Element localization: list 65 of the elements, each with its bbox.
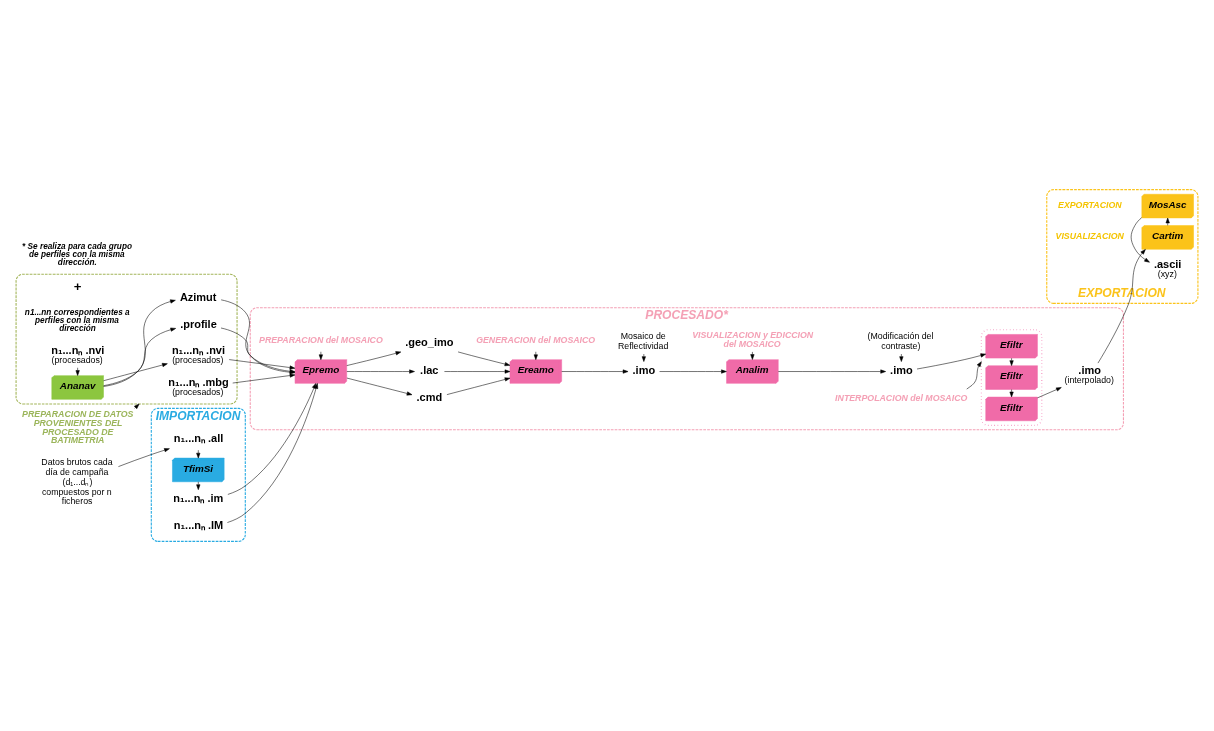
node-text: .imo — [1078, 363, 1101, 376]
node-text: .ascii — [1153, 257, 1182, 270]
node-label: (procesados) — [172, 355, 224, 366]
arrow — [1009, 389, 1014, 398]
node-text: (Modificación del contraste) — [867, 331, 934, 351]
node-text: INTERPOLACION del MOSAICO — [835, 392, 968, 403]
node-text: .lac — [420, 363, 439, 376]
node-text: .geo_imo — [405, 336, 454, 349]
node-text: PREPARACION del MOSAICO — [259, 335, 383, 346]
node-label: EXPORTACION — [1058, 199, 1122, 210]
label: + — [73, 279, 82, 295]
arrow — [346, 369, 415, 374]
node-text: .cmd — [416, 391, 443, 404]
arrow — [916, 353, 986, 370]
node-label: (interpolado) — [1064, 374, 1114, 385]
node-text: PREPARACION DE DATOS PROVENIENTES DEL PROCESADO DE BATIMETRIA — [22, 409, 134, 446]
arrow — [457, 351, 511, 367]
arrow — [1165, 217, 1170, 226]
arrow — [232, 373, 296, 384]
arrow — [641, 353, 646, 362]
arrow — [103, 299, 176, 387]
node-text: n₁...nₙ .nvi — [51, 343, 105, 356]
node-text: VISUALIZACION y EDICCION del MOSAICO — [692, 330, 814, 350]
arrow — [227, 383, 319, 523]
arrow — [1097, 249, 1146, 364]
arrow — [659, 369, 727, 374]
node-label: (procesados) — [172, 387, 224, 398]
arrow — [196, 481, 201, 490]
node-text: Azimut — [179, 290, 217, 303]
node-label: (procesados) — [51, 355, 103, 366]
arrow — [103, 363, 168, 381]
arrow — [228, 359, 296, 370]
cluster — [15, 273, 238, 405]
node-text: n₁...nₙ .all — [173, 432, 224, 445]
arrow — [899, 353, 904, 362]
node-text: Datos brutos cada día de campaña (d₁...dₙ) compuestos por n ficheros — [41, 456, 113, 507]
node-text: n₁...nₙ .nvi — [171, 343, 226, 356]
node-label: VISUALIZACION — [1055, 230, 1124, 241]
arrow — [966, 361, 982, 390]
arrow — [533, 351, 538, 360]
arrow — [778, 369, 886, 374]
arrow — [750, 351, 755, 360]
arrow — [103, 327, 176, 386]
node-label: (xyz) — [1157, 268, 1177, 279]
arrow — [446, 377, 511, 395]
arrow — [227, 383, 317, 495]
arrow — [444, 369, 511, 374]
node-text: n₁...nₙ .mbg — [168, 375, 229, 388]
arrow — [318, 351, 323, 360]
arrow — [1009, 357, 1014, 366]
arrow — [346, 351, 402, 366]
node-text: .imo — [890, 363, 913, 376]
node-text: Mosaico de Reflectividad — [617, 331, 669, 351]
arrow — [196, 449, 201, 459]
arrow — [346, 377, 413, 396]
arrow — [118, 448, 170, 467]
node-text: .imo — [632, 363, 656, 376]
arrow — [561, 369, 629, 374]
arrow — [1130, 217, 1150, 263]
arrow — [1037, 387, 1062, 399]
node-text: .profile — [180, 318, 217, 331]
node-text: n₁...nₙ .IM — [173, 519, 224, 532]
node-text: n₁...nₙ .im — [173, 491, 224, 504]
node-text: GENERACION del MOSAICO — [476, 335, 596, 346]
arrow — [75, 367, 80, 376]
